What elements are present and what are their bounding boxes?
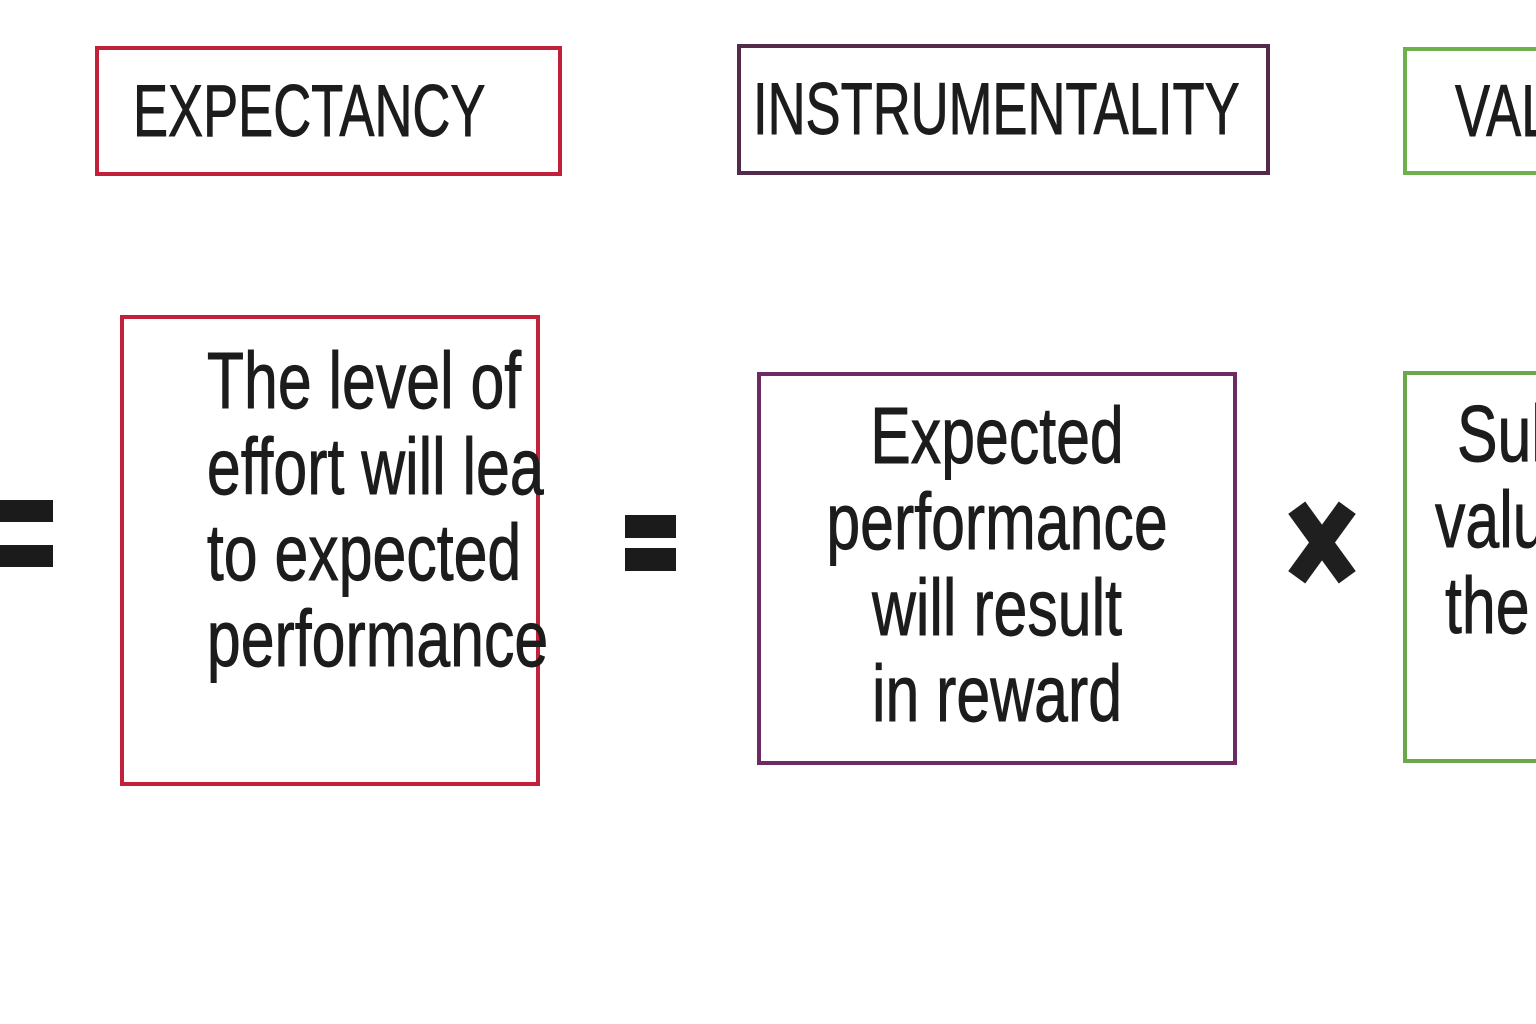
description-line: performance (206, 594, 549, 683)
equals-bar-top (625, 515, 676, 538)
valence-header-box: VAL (1403, 47, 1536, 175)
description-line: performance (826, 477, 1168, 566)
multiply-icon (1279, 499, 1365, 585)
equals-bar-bottom (625, 548, 676, 571)
valence-header-label: VAL (1455, 70, 1536, 152)
description-line: effort will lea (206, 422, 544, 511)
description-line: Expected (870, 391, 1124, 480)
description-line: The level of (206, 336, 522, 425)
description-line: Sul (1457, 389, 1536, 478)
valence-description-box: Sul valu the (1403, 371, 1536, 763)
expectancy-description-box: The level of effort will lea to expected… (120, 315, 549, 786)
expectancy-header-label: EXPECTANCY (133, 70, 486, 152)
description-line: will result (871, 563, 1123, 652)
equals-bar-top (0, 500, 53, 522)
equals-icon (0, 500, 53, 567)
description-line: the (1445, 561, 1530, 650)
instrumentality-header-box: INSTRUMENTALITY (737, 44, 1270, 175)
instrumentality-header-label: INSTRUMENTALITY (753, 69, 1240, 150)
description-line: valu (1435, 475, 1536, 564)
equals-icon (625, 515, 676, 571)
instrumentality-description-box: Expected performance will result in rewa… (757, 372, 1237, 765)
description-line: to expected (206, 508, 522, 597)
expectancy-header-box: EXPECTANCY (95, 46, 562, 176)
equals-bar-bottom (0, 545, 53, 567)
description-line: in reward (871, 649, 1123, 738)
